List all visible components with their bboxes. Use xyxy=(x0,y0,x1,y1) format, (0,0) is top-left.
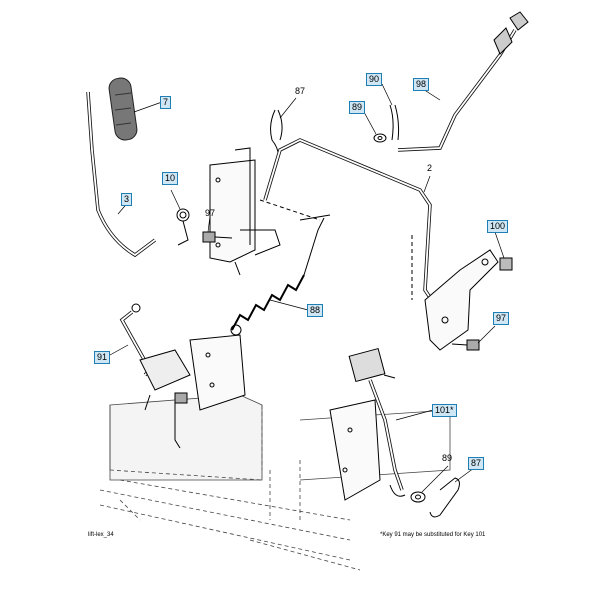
callout-7: 7 xyxy=(160,96,172,109)
lift-handle xyxy=(86,77,157,258)
callout-2: 2 xyxy=(427,163,433,173)
callout-3: 3 xyxy=(121,193,133,206)
left-bracket xyxy=(209,147,281,276)
callout-90: 90 xyxy=(366,73,383,86)
figure-id: lift-lex_34 xyxy=(88,532,114,538)
bolt-left xyxy=(202,231,233,243)
lower-right-bracket xyxy=(329,399,381,501)
callout-97-left: 97 xyxy=(205,208,216,218)
lower-left-linkage xyxy=(119,303,191,411)
lift-shaft xyxy=(259,138,437,306)
lower-right-linkage xyxy=(348,347,406,497)
callout-89-bottom: 89 xyxy=(442,453,453,463)
callout-89-top: 89 xyxy=(349,101,366,114)
bolt-right xyxy=(451,339,480,351)
right-bracket xyxy=(411,235,499,351)
washer-top xyxy=(373,133,387,143)
nut-right xyxy=(499,257,513,271)
adjust-rod xyxy=(397,11,529,152)
hairpin-clip-bottom xyxy=(429,477,460,518)
washer-bottom xyxy=(410,491,426,503)
callout-101: 101* xyxy=(432,404,457,417)
callout-88: 88 xyxy=(307,304,324,317)
callout-10: 10 xyxy=(162,172,179,185)
substitution-note: *Key 91 may be substituted for Key 101 xyxy=(380,532,486,538)
callout-87-top: 87 xyxy=(295,86,306,96)
callout-91: 91 xyxy=(94,351,111,364)
lower-left-bracket xyxy=(174,334,246,449)
callout-97-right: 97 xyxy=(493,312,510,325)
leader-lines xyxy=(109,83,505,493)
callout-98: 98 xyxy=(413,78,430,91)
torsion-spring xyxy=(176,208,190,246)
callout-100: 100 xyxy=(487,220,509,233)
callout-87-bottom: 87 xyxy=(468,457,485,470)
frame-panels xyxy=(99,394,451,571)
hairpin-clip-90 xyxy=(389,104,400,141)
